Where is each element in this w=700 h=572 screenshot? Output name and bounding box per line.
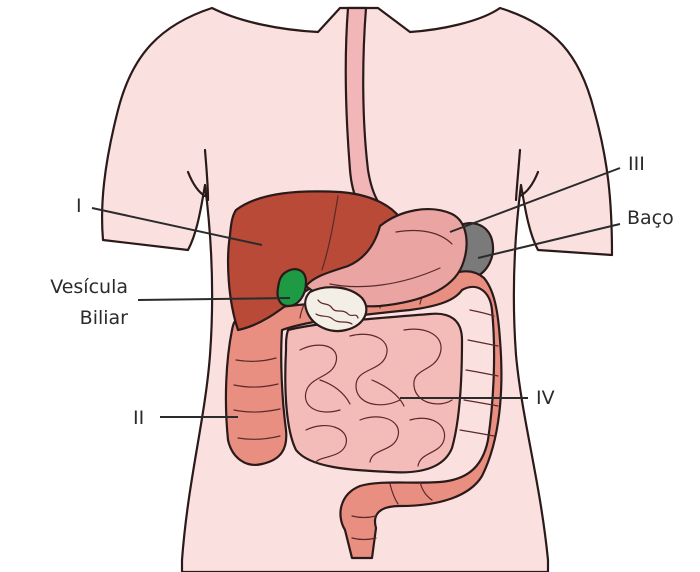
small-intestine-label: IV xyxy=(536,387,555,409)
liver-label: I xyxy=(76,195,82,217)
gallbladder-label-line2: Biliar xyxy=(80,307,129,329)
small-intestine xyxy=(285,314,462,473)
spleen-label: Baço xyxy=(627,207,674,229)
gallbladder-label-line1: Vesícula xyxy=(50,276,128,298)
large-intestine-label: II xyxy=(133,407,144,429)
stomach-label: III xyxy=(628,153,645,175)
